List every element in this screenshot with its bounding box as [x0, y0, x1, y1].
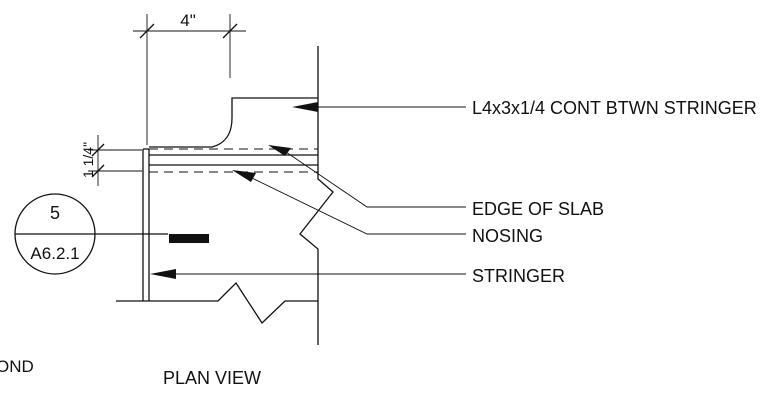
- stringer-member: [142, 148, 150, 301]
- leader-edge-of-slab: [268, 145, 466, 208]
- leader-stringer-arrowhead: [150, 269, 176, 279]
- leader-nosing-line: [251, 177, 466, 235]
- top-dimension-text: 4": [180, 11, 196, 30]
- angle-profile: [149, 97, 318, 148]
- top-dimension: 4": [133, 11, 246, 145]
- callout-stringer: STRINGER: [472, 266, 565, 286]
- view-title: PLAN VIEW: [163, 368, 261, 388]
- leader-edge-of-slab-arrowhead: [268, 145, 291, 156]
- callout-edge-of-slab: EDGE OF SLAB: [472, 199, 604, 219]
- leader-stringer: [150, 269, 466, 279]
- leader-edge-of-slab-line: [285, 151, 466, 208]
- bottom-break-line: [116, 281, 318, 325]
- callout-nosing: NOSING: [472, 226, 543, 246]
- wall-break-line: [299, 46, 334, 345]
- left-dimension-tick-top: [91, 143, 105, 157]
- callout-angle: L4x3x1/4 CONT BTWN STRINGER: [472, 98, 757, 118]
- cut-off-label: OND: [0, 357, 34, 376]
- leader-nosing-arrowhead: [232, 170, 256, 182]
- top-dimension-tick-right: [222, 23, 238, 39]
- top-dimension-tick-left: [139, 23, 155, 39]
- leader-angle-arrowhead: [292, 102, 318, 112]
- detail-reference-bubble[interactable]: 5 A6.2.1: [14, 193, 168, 275]
- leader-nosing: [232, 170, 466, 235]
- leader-angle: [292, 102, 466, 112]
- left-dimension-text: 1 1/4": [80, 142, 96, 178]
- detail-bubble-number: 5: [50, 203, 60, 223]
- section-cut-marker: [169, 234, 209, 243]
- detail-bubble-sheet: A6.2.1: [30, 244, 79, 263]
- left-dimension-tick-bottom: [91, 164, 105, 178]
- left-dimension: 1 1/4": [80, 135, 142, 186]
